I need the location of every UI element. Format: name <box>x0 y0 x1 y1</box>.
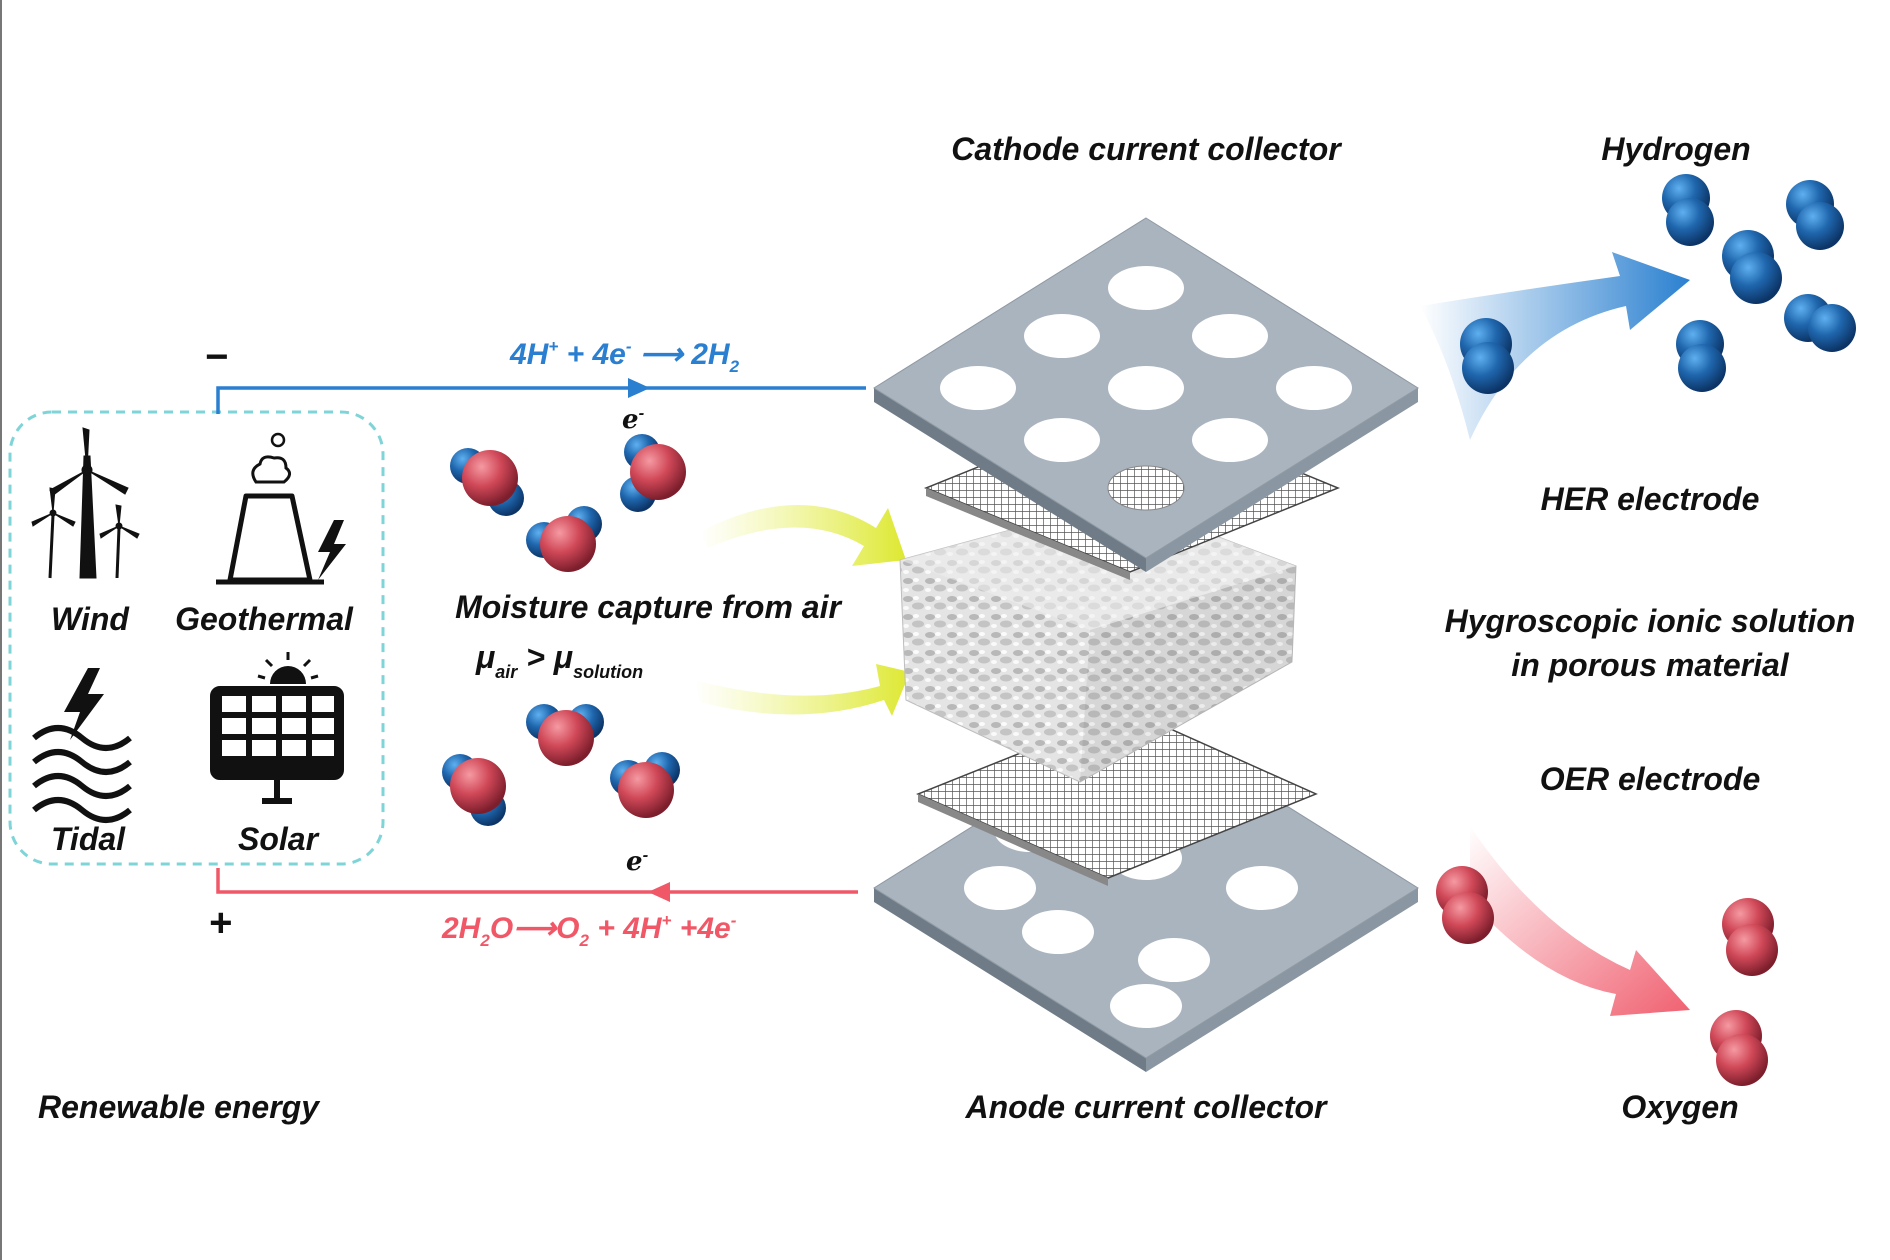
hydrogen-label: Hydrogen <box>1601 131 1750 167</box>
h2-molecule <box>1786 180 1844 250</box>
oer-electrode-label: OER electrode <box>1540 761 1761 797</box>
o2-molecule <box>1722 898 1778 976</box>
solar-label: Solar <box>238 821 320 857</box>
anode-wire <box>216 868 858 894</box>
solar-icon <box>210 652 344 804</box>
negative-terminal: − <box>204 335 227 379</box>
oxygen-molecules <box>1436 866 1778 1086</box>
tidal-icon <box>32 668 132 823</box>
water-molecules-bottom <box>442 704 680 826</box>
positive-terminal: + <box>208 901 231 945</box>
moisture-arrow-lower <box>694 664 910 716</box>
cathode-reaction: 4H+ + 4e- ⟶ 2H2 <box>509 337 740 376</box>
hygroscopic-label-line1: Hygroscopic ionic solution <box>1445 603 1856 639</box>
cathode-wire-arrow <box>628 378 650 398</box>
chemical-potential-label: μair > μsolution <box>475 639 643 682</box>
anode-collector-label: Anode current collector <box>965 1089 1329 1125</box>
geothermal-label: Geothermal <box>175 601 354 637</box>
hygroscopic-label-line2: in porous material <box>1511 647 1790 683</box>
oxygen-arrow <box>1470 826 1690 1016</box>
wind-icon <box>31 427 140 579</box>
oxygen-label: Oxygen <box>1621 1089 1738 1125</box>
tidal-label: Tidal <box>51 821 126 857</box>
electron-label-anode: e- <box>626 847 649 877</box>
water-molecule <box>442 754 506 826</box>
anode-wire-arrow <box>648 882 670 902</box>
h2-molecule <box>1722 230 1782 304</box>
cathode-collector-label: Cathode current collector <box>951 131 1342 167</box>
anode-reaction: 2H2O⟶O2 + 4H+ +4e- <box>441 911 737 950</box>
water-molecule <box>610 752 680 818</box>
h2-molecule <box>1662 174 1714 246</box>
wind-label: Wind <box>51 601 130 637</box>
electron-label-cathode: e- <box>622 405 645 435</box>
water-molecule <box>526 704 604 766</box>
water-molecule <box>526 506 602 572</box>
moisture-arrow-upper <box>700 504 906 566</box>
her-electrode-label: HER electrode <box>1541 481 1760 517</box>
renewable-energy-box <box>8 410 385 866</box>
water-molecules-top <box>450 434 686 572</box>
water-molecule <box>620 434 686 512</box>
o2-molecule <box>1710 1010 1768 1086</box>
geothermal-icon <box>216 432 346 585</box>
cathode-current-collector <box>873 217 1419 572</box>
h2-molecule <box>1460 318 1514 394</box>
hydrogen-molecules <box>1460 174 1856 394</box>
renewable-energy-label: Renewable energy <box>38 1089 321 1125</box>
h2-molecule <box>1784 294 1856 352</box>
h2-molecule <box>1676 320 1726 392</box>
cathode-wire <box>216 386 866 414</box>
o2-molecule <box>1436 866 1494 944</box>
moisture-capture-label: Moisture capture from air <box>455 589 842 625</box>
water-molecule <box>450 448 524 516</box>
